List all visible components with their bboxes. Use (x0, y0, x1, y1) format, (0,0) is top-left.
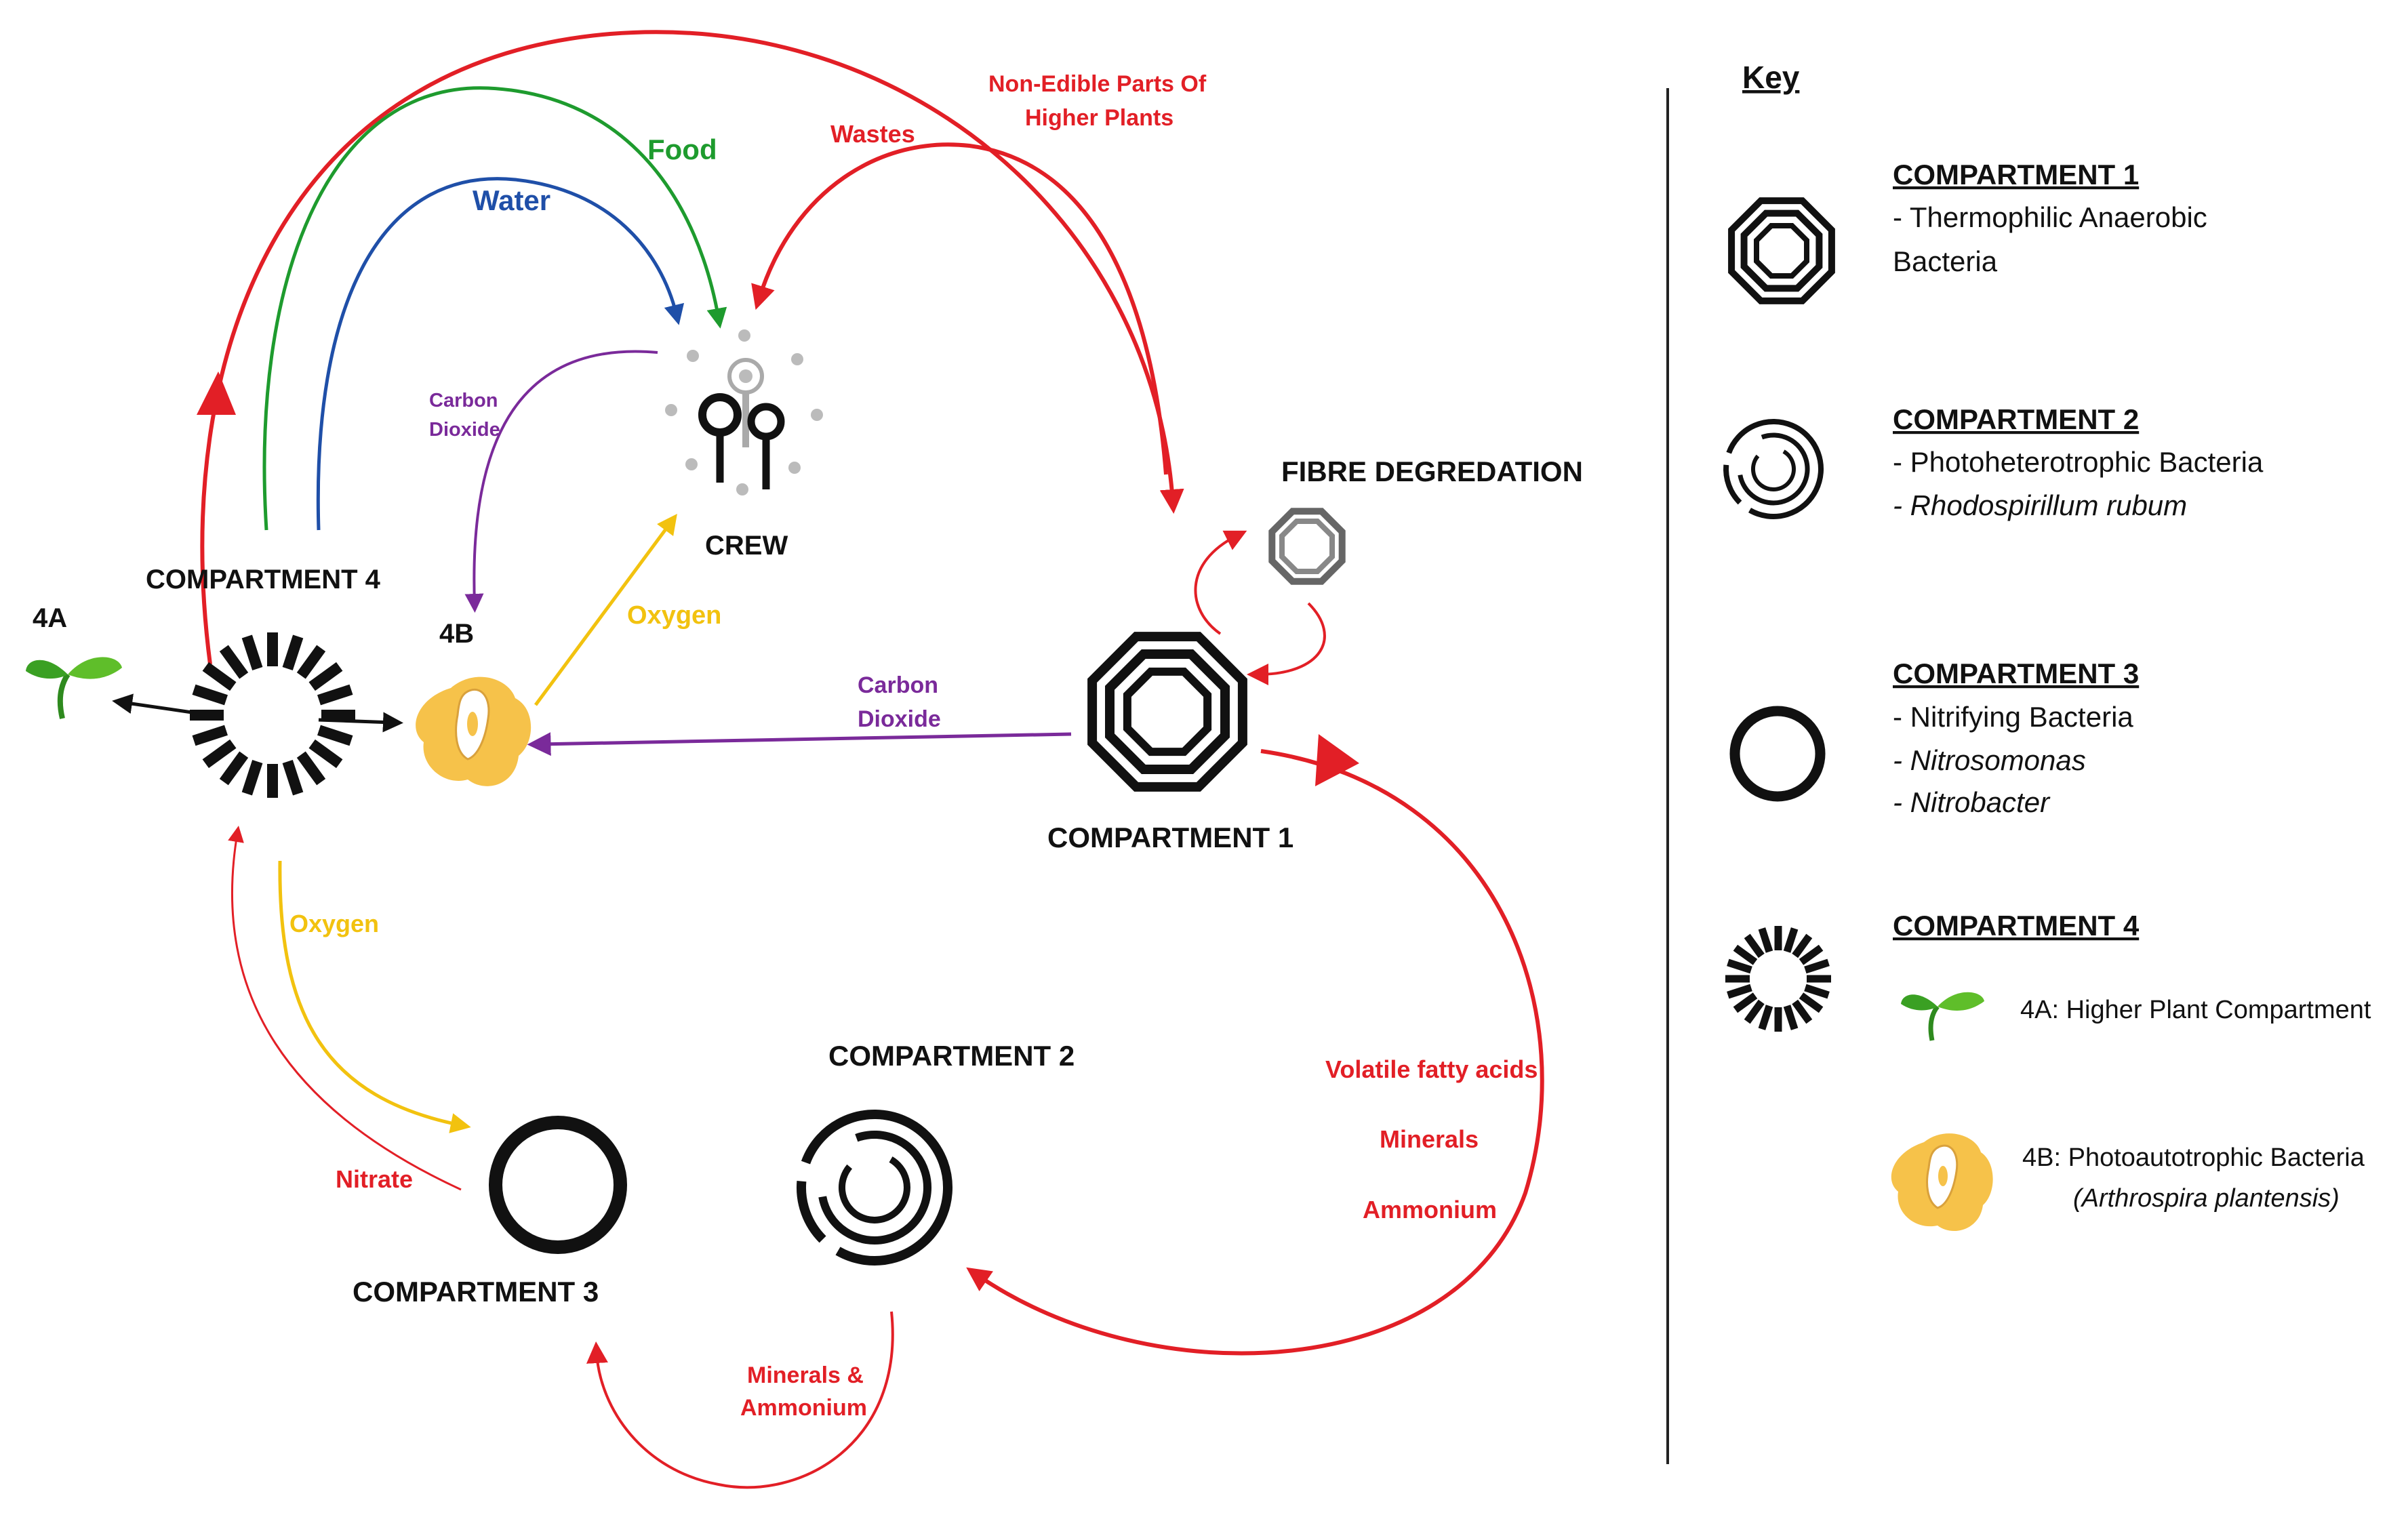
label-minerals-amm-2: Ammonium (740, 1395, 867, 1421)
label-co2-crew-2: Dioxide (429, 419, 500, 441)
spirulina-4b-icon (416, 676, 531, 786)
label-minerals: Minerals (1380, 1125, 1479, 1153)
arrow-oxygen-c3 (278, 860, 471, 1133)
arrow-c1-c2 (966, 749, 1544, 1356)
label-compartment-2: COMPARTMENT 2 (828, 1040, 1075, 1072)
key-c1-title: COMPARTMENT 1 (1893, 159, 2139, 190)
key-compartment-2-icon (1723, 419, 1824, 519)
label-ammonium: Ammonium (1363, 1196, 1497, 1223)
arrow-minerals-ammonium (586, 1311, 894, 1489)
key-c4-title: COMPARTMENT 4 (1893, 910, 2140, 942)
label-oxygen-crew: Oxygen (627, 601, 721, 630)
compartment-4-icon (190, 632, 355, 798)
label-non-edible-1: Non-Edible Parts Of (988, 71, 1207, 97)
label-compartment-3: COMPARTMENT 3 (353, 1276, 599, 1308)
key-c3-title: COMPARTMENT 3 (1893, 658, 2139, 689)
plant-4a-icon (26, 657, 122, 719)
label-co2-c1-1: Carbon (858, 672, 938, 698)
label-4a: 4A (33, 603, 67, 633)
compartment-2-icon (796, 1109, 953, 1266)
arrow-co2-c1 (527, 732, 1072, 756)
key-c4b-line2: (Arthrospira plantensis) (2073, 1184, 2340, 1213)
key-c2-line1: - Photoheterotrophic Bacteria (1893, 446, 2264, 478)
arrow-to-fibre (1194, 530, 1247, 635)
label-vfa: Volatile fatty acids (1325, 1055, 1538, 1083)
arrow-head-c1 (1315, 734, 1359, 786)
key-plant-4a-icon (1901, 992, 1984, 1041)
compartment-3-icon (489, 1116, 627, 1254)
arrow-from-fibre (1247, 602, 1326, 685)
key-c1-line1: - Thermophilic Anaerobic (1893, 201, 2207, 233)
key-c2-title: COMPARTMENT 2 (1893, 403, 2139, 435)
label-wastes: Wastes (830, 120, 915, 148)
key-c3-line1: - Nitrifying Bacteria (1893, 701, 2133, 733)
key-c1-line2: Bacteria (1893, 245, 1998, 277)
label-compartment-1: COMPARTMENT 1 (1047, 822, 1293, 853)
arrow-nitrate (228, 826, 462, 1191)
label-compartment-4: COMPARTMENT 4 (146, 565, 381, 594)
label-nitrate: Nitrate (336, 1165, 413, 1193)
compartment-1-icon (1087, 632, 1247, 792)
crew-icon (665, 329, 823, 495)
label-4b: 4B (439, 619, 474, 649)
arrow-food (262, 86, 727, 531)
key-c2-line2: - Rhodospirillum rubum (1893, 489, 2187, 521)
key-c4a: 4A: Higher Plant Compartment (2020, 996, 2371, 1024)
label-non-edible-2: Higher Plants (1025, 105, 1173, 131)
label-co2-crew-1: Carbon (429, 390, 498, 411)
arrow-head-c4-up (197, 371, 236, 415)
arrow-water (316, 177, 685, 531)
arrow-c4-4a (112, 693, 197, 715)
key-spirulina-4b-icon (1891, 1133, 1993, 1232)
arrow-oxygen-crew (534, 513, 677, 706)
key-compartment-1-icon (1728, 197, 1835, 304)
arrow-co2-crew (464, 350, 658, 613)
key-c3-line2: - Nitrosomonas (1893, 744, 2086, 776)
label-crew: CREW (705, 531, 788, 561)
label-fibre: FIBRE DEGREDATION (1281, 456, 1583, 487)
arrow-wastes (751, 142, 1168, 475)
key-c4b-line1: 4B: Photoautotrophic Bacteria (2022, 1144, 2365, 1172)
label-oxygen-c3: Oxygen (289, 910, 379, 937)
key-title: Key (1742, 60, 1800, 95)
label-co2-c1-2: Dioxide (858, 706, 941, 732)
label-minerals-amm-1: Minerals & (747, 1362, 864, 1388)
fibre-degradation-icon (1268, 508, 1346, 585)
label-water: Water (473, 184, 550, 216)
key-c3-line3: - Nitrobacter (1893, 786, 2051, 818)
key-compartment-4-icon (1725, 926, 1831, 1032)
label-food: Food (647, 134, 717, 165)
key-compartment-3-icon (1729, 706, 1826, 802)
